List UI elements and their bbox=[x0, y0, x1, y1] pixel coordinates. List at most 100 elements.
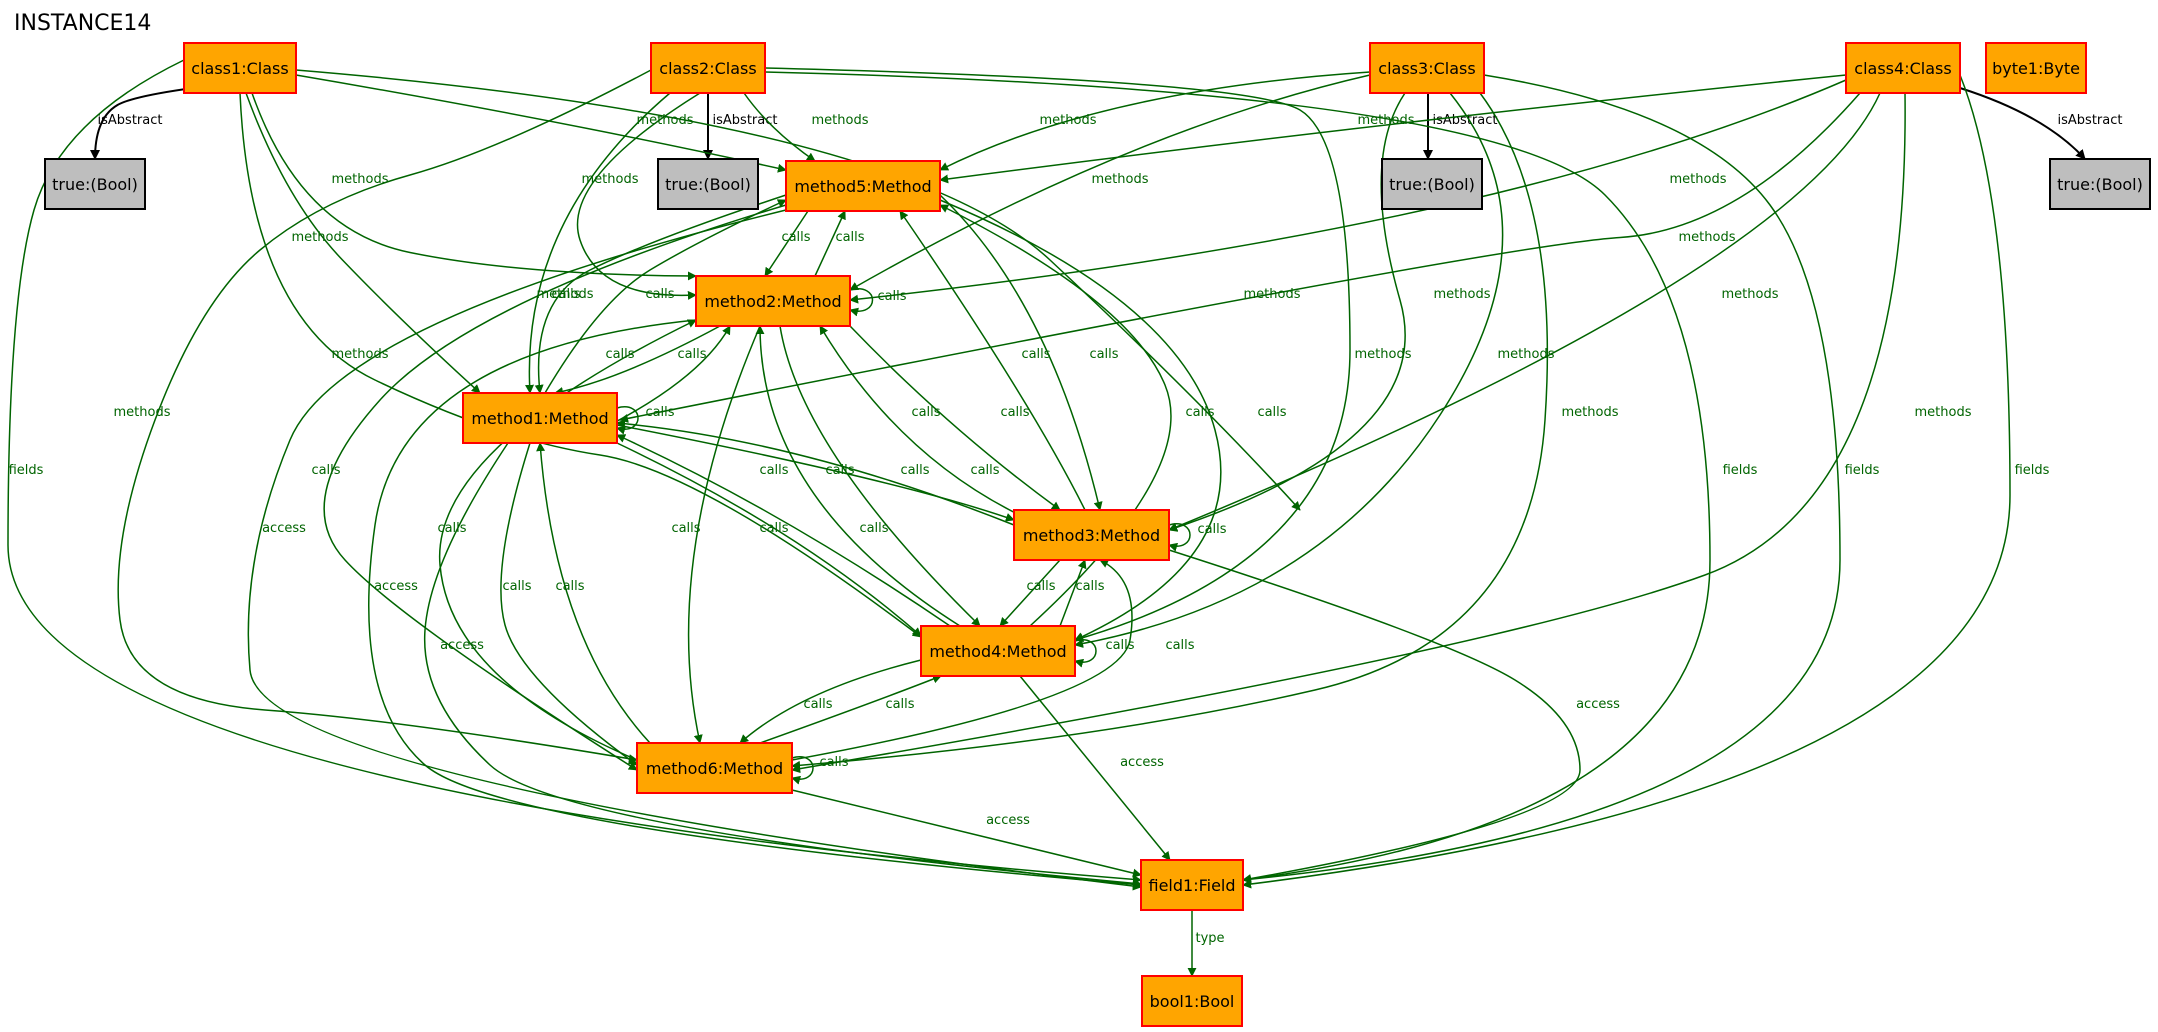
edge-line bbox=[814, 210, 846, 277]
node-box[interactable] bbox=[2049, 158, 2151, 210]
edge-label: calls bbox=[645, 287, 674, 302]
edge-label: calls bbox=[803, 697, 832, 712]
edge-line bbox=[1074, 639, 1097, 668]
edge-method5-to-method2: calls bbox=[764, 210, 811, 277]
edge-line bbox=[743, 92, 816, 162]
node-box[interactable] bbox=[785, 160, 941, 212]
node-box[interactable] bbox=[1845, 42, 1961, 94]
edge-line bbox=[755, 325, 961, 627]
edge-label: calls bbox=[759, 463, 788, 478]
node-bool1[interactable]: bool1:Bool bbox=[1141, 975, 1243, 1027]
edge-label: calls bbox=[1021, 347, 1050, 362]
edge-method2-to-method4: calls bbox=[779, 325, 981, 627]
node-box[interactable] bbox=[1013, 509, 1170, 561]
edge-label: calls bbox=[502, 579, 531, 594]
node-class2[interactable]: class2:Class bbox=[650, 42, 766, 94]
node-class3[interactable]: class3:Class bbox=[1369, 42, 1485, 94]
edge-method4-to-method6: calls bbox=[739, 659, 922, 744]
edge-line bbox=[245, 92, 481, 394]
edge-line bbox=[423, 442, 1142, 888]
node-box[interactable] bbox=[1381, 158, 1483, 210]
edge-class4-to-method1: methods bbox=[619, 92, 1861, 423]
edge-label: fields bbox=[1845, 463, 1880, 478]
node-method3[interactable]: method3:Method bbox=[1013, 509, 1170, 561]
node-true2[interactable]: true:(Bool) bbox=[657, 158, 759, 210]
node-method2[interactable]: method2:Method bbox=[695, 275, 851, 327]
node-box[interactable] bbox=[920, 625, 1076, 677]
edge-method4-to-method5: calls bbox=[939, 204, 1215, 627]
diagram-title: INSTANCE14 bbox=[14, 11, 151, 36]
edge-label: methods bbox=[1915, 405, 1972, 420]
node-label: true:(Bool) bbox=[665, 175, 751, 194]
node-box[interactable] bbox=[695, 275, 851, 327]
nodes-layer: class1:Class class2:Class class3:Class clas… bbox=[44, 42, 2151, 1027]
edge-method3-to-method2: calls bbox=[819, 325, 1031, 521]
edge-label: fields bbox=[2015, 463, 2050, 478]
edge-label: access bbox=[986, 813, 1030, 828]
edge-method4-to-method3: calls bbox=[1059, 559, 1105, 627]
node-box[interactable] bbox=[1369, 42, 1485, 94]
node-byte1[interactable]: byte1:Byte bbox=[1985, 42, 2087, 94]
edge-line bbox=[1059, 559, 1087, 627]
node-method5[interactable]: method5:Method bbox=[785, 160, 941, 212]
node-method4[interactable]: method4:Method bbox=[920, 625, 1076, 677]
edge-line bbox=[939, 74, 1847, 184]
node-box[interactable] bbox=[1141, 975, 1243, 1027]
edge-class1-to-method5: methods bbox=[295, 74, 787, 173]
edge-method2-to-method6: calls bbox=[671, 325, 761, 744]
edge-method4-to-field1: access bbox=[1019, 675, 1171, 861]
edge-line bbox=[616, 442, 922, 637]
node-box[interactable] bbox=[183, 42, 297, 94]
node-label: true:(Bool) bbox=[52, 175, 138, 194]
edge-label: calls bbox=[1026, 579, 1055, 594]
node-class1[interactable]: class1:Class bbox=[183, 42, 297, 94]
node-true3[interactable]: true:(Bool) bbox=[1381, 158, 1483, 210]
node-field1[interactable]: field1:Field bbox=[1140, 859, 1244, 911]
node-box[interactable] bbox=[657, 158, 759, 210]
node-true4[interactable]: true:(Bool) bbox=[2049, 158, 2151, 210]
edge-line bbox=[368, 319, 1142, 889]
node-class4[interactable]: class4:Class bbox=[1845, 42, 1961, 94]
edge-method2-to-method2: calls bbox=[849, 288, 907, 317]
edge-label: methods bbox=[812, 113, 869, 128]
edge-method4-to-method1: calls bbox=[616, 434, 951, 627]
node-box[interactable] bbox=[44, 158, 146, 210]
node-method6[interactable]: method6:Method bbox=[636, 742, 793, 794]
edge-class2-to-method4: methods bbox=[764, 67, 1412, 643]
edge-method6-to-method4: calls bbox=[759, 674, 942, 744]
node-box[interactable] bbox=[636, 742, 793, 794]
edge-class1-to-method1: methods bbox=[245, 92, 481, 394]
node-label: class2:Class bbox=[659, 59, 756, 78]
edge-class4-to-field1: fields bbox=[1242, 74, 2050, 889]
edge-method5-to-method3: calls bbox=[939, 194, 1119, 511]
edge-class2-to-true2: isAbstract bbox=[703, 93, 777, 160]
edge-label: access bbox=[1120, 755, 1164, 770]
edge-line bbox=[999, 559, 1061, 627]
edge-line bbox=[536, 442, 651, 744]
edge-label: methods bbox=[1092, 172, 1149, 187]
edge-label: calls bbox=[677, 347, 706, 362]
node-box[interactable] bbox=[650, 42, 766, 94]
node-box[interactable] bbox=[1140, 859, 1244, 911]
node-true1[interactable]: true:(Bool) bbox=[44, 158, 146, 210]
edge-line bbox=[939, 199, 1222, 641]
edge-method5-to-field1: access bbox=[247, 209, 1142, 891]
edge-line bbox=[544, 199, 787, 394]
edge-method1-to-field1: access bbox=[423, 442, 1142, 888]
node-box[interactable] bbox=[462, 392, 618, 444]
node-box[interactable] bbox=[1985, 42, 2087, 94]
edge-line bbox=[1959, 87, 2086, 160]
edge-label: methods bbox=[332, 347, 389, 362]
edge-label: methods bbox=[1498, 347, 1555, 362]
edge-line bbox=[616, 434, 951, 627]
edge-label: calls bbox=[781, 230, 810, 245]
edge-label: calls bbox=[835, 230, 864, 245]
edge-label: calls bbox=[1185, 405, 1214, 420]
node-method1[interactable]: method1:Method bbox=[462, 392, 618, 444]
edge-class3-to-method6: methods bbox=[791, 92, 1619, 770]
edge-label: type bbox=[1195, 931, 1224, 946]
edge-line bbox=[1074, 92, 1504, 648]
edge-method3-to-method5: calls bbox=[899, 210, 1086, 511]
